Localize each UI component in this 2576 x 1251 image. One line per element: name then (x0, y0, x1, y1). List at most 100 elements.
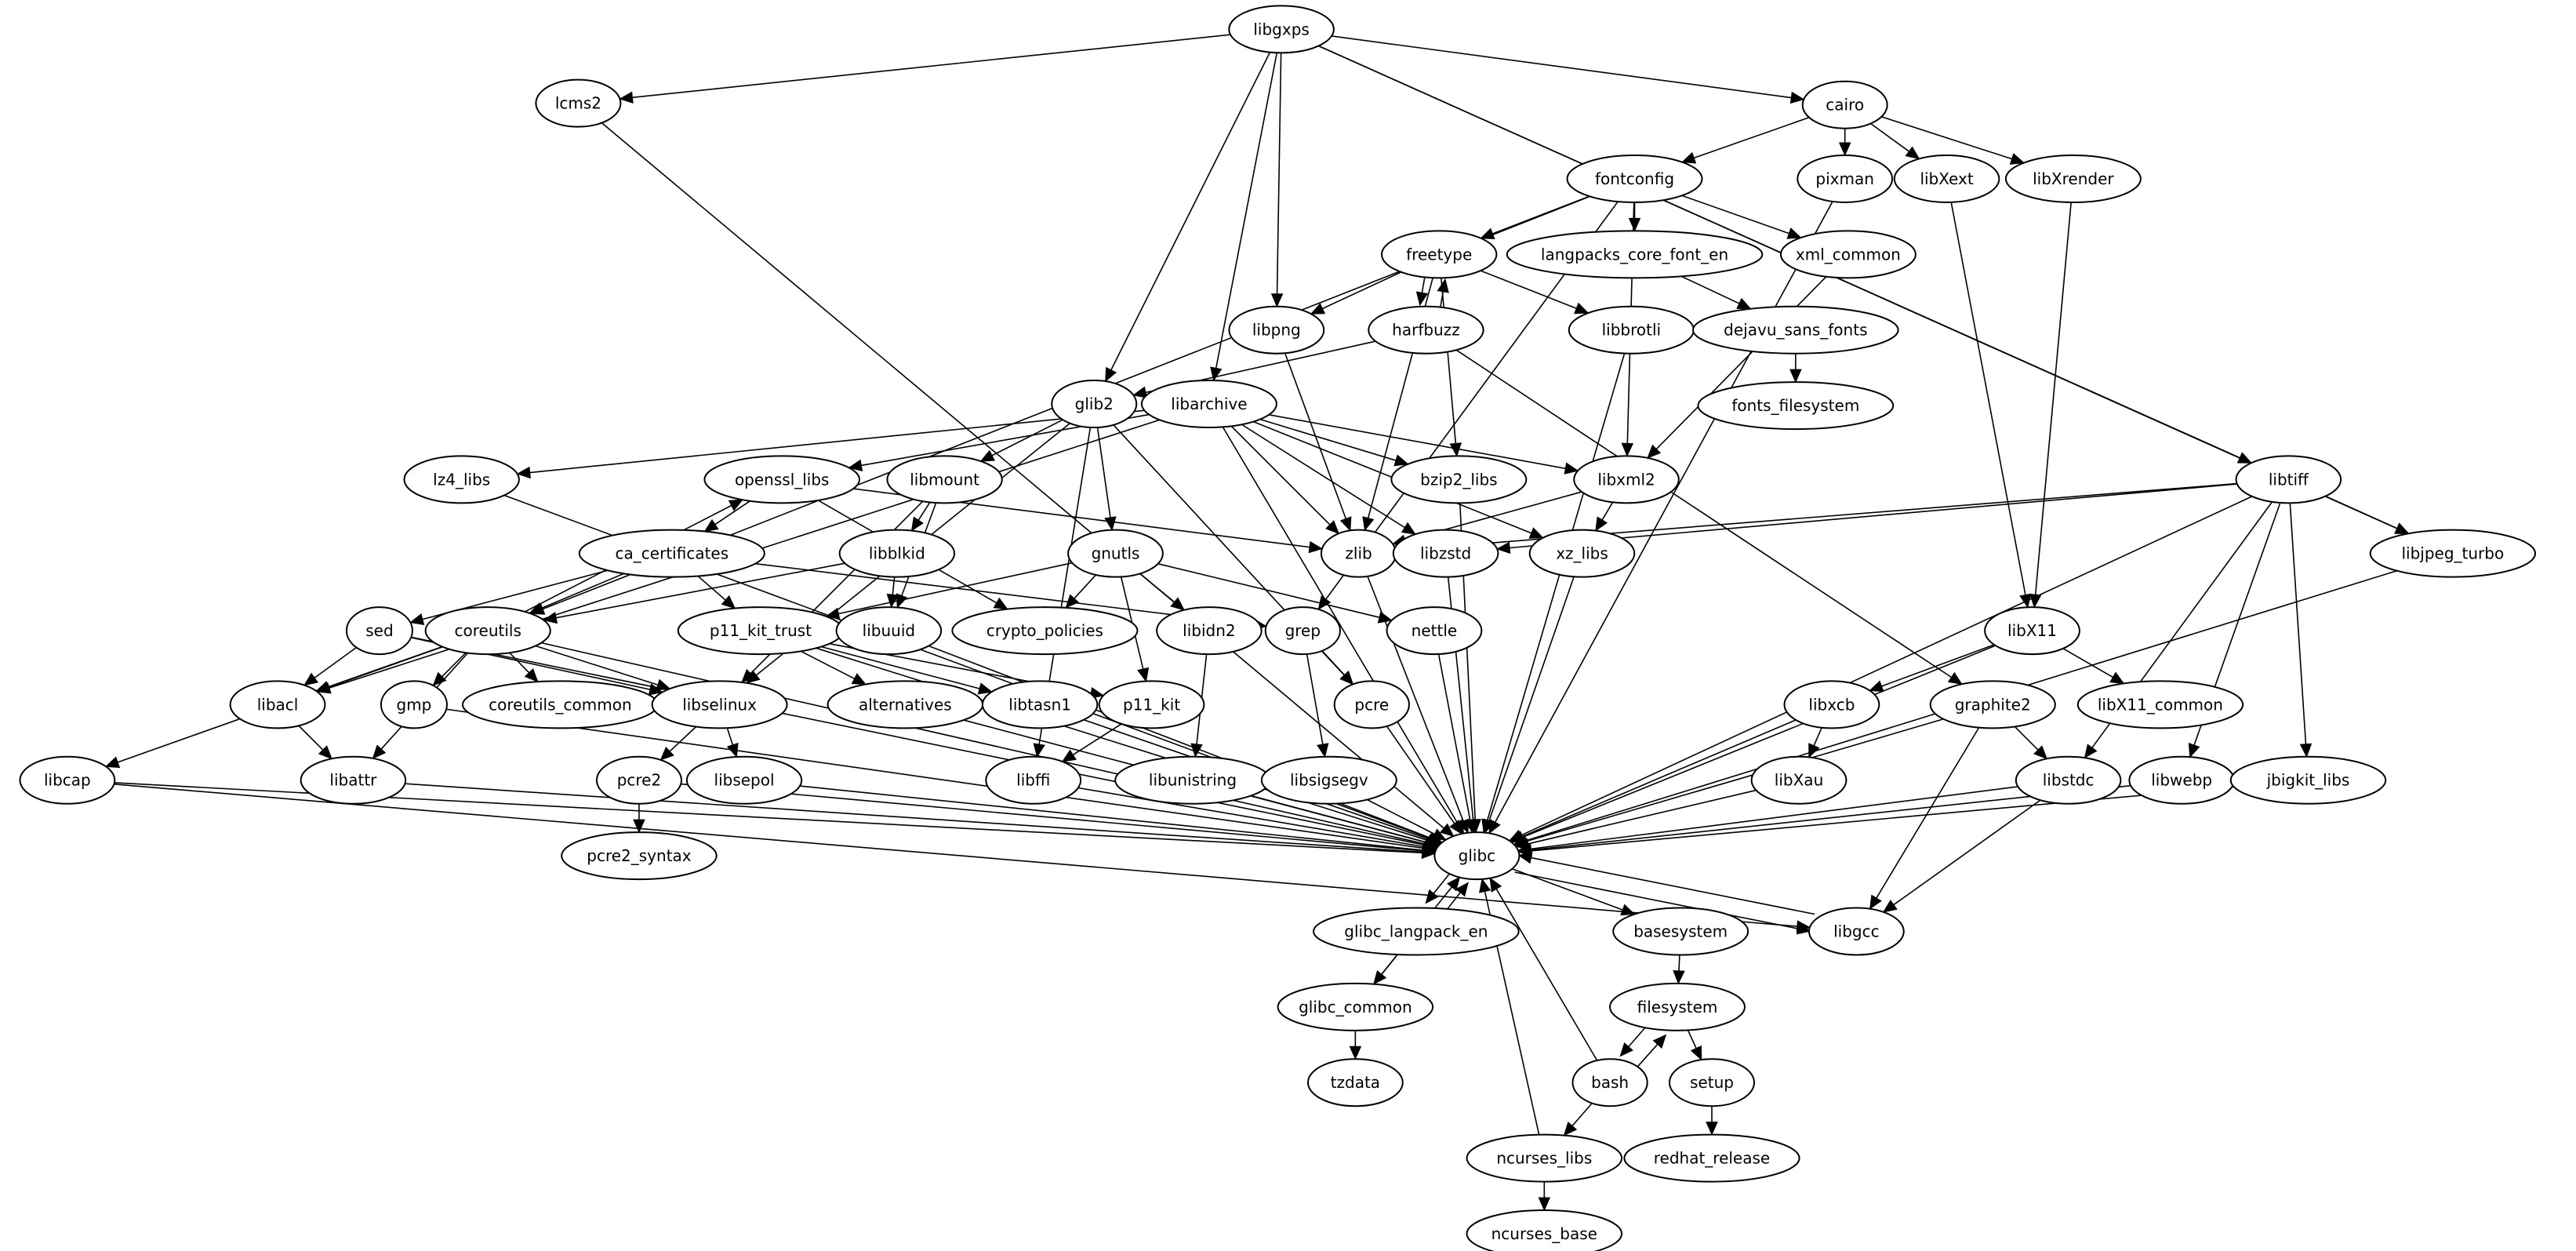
arrowhead-icon (1415, 291, 1429, 307)
node-ellipse (1692, 305, 1899, 355)
edge-cairo-to-libXext (1870, 122, 1920, 160)
edge-libblkid-to-coreutils (543, 562, 845, 624)
edge-line (541, 642, 1426, 845)
node-label: filesystem (1637, 998, 1718, 1016)
node-label: gnutls (1092, 544, 1140, 563)
node-label: fontconfig (1595, 169, 1674, 188)
edge-libxml2-to-xz_libs (1595, 501, 1614, 532)
node-ellipse (703, 455, 861, 504)
edge-line (1530, 786, 2018, 850)
node-label: fonts_filesystem (1731, 396, 1859, 415)
arrowhead-icon (2109, 671, 2125, 685)
node-label: libattr (329, 771, 377, 790)
graph-node-tzdata: tzdata (1306, 1058, 1404, 1107)
node-ellipse (595, 755, 682, 805)
edge-xz_libs-to-glibc (1483, 576, 1575, 834)
edge-line (1687, 1030, 1697, 1049)
arrowhead-icon (1401, 522, 1416, 535)
arrowhead-icon (741, 668, 756, 683)
graph-node-libarchive: libarchive (1140, 379, 1277, 428)
node-ellipse (2229, 755, 2387, 805)
edge-libtiff-to-zlib (1394, 482, 2237, 556)
node-label: p11_kit_trust (710, 621, 812, 640)
edge-line (1881, 116, 2012, 160)
node-label: libXrender (2033, 169, 2114, 188)
arrowhead-icon (1538, 1197, 1551, 1212)
edge-line (1480, 270, 1577, 309)
node-ellipse (578, 529, 765, 578)
edge-libxcb-to-libXau (1808, 727, 1822, 758)
edge-line (1514, 871, 1799, 929)
node-label: openssl_libs (735, 470, 830, 489)
node-ellipse (1929, 680, 2056, 729)
node-label: libffi (1016, 771, 1050, 790)
node-label: libxml2 (1597, 470, 1655, 489)
arrowhead-icon (1132, 386, 1148, 398)
arrowhead-icon (979, 449, 995, 462)
node-label: lz4_libs (433, 470, 490, 489)
edge-grep-to-libsigsegv (1306, 653, 1329, 758)
arrowhead-icon (1425, 889, 1439, 904)
arrowhead-icon (303, 672, 319, 686)
node-ellipse (1067, 529, 1164, 578)
edge-filesystem-to-setup (1687, 1030, 1702, 1061)
node-label: bash (1591, 1073, 1629, 1092)
graph-node-harfbuzz: harfbuzz (1368, 305, 1484, 355)
edge-cairo-to-libXrender (1881, 116, 2026, 165)
edge-libgxps-to-libpng (1270, 53, 1284, 307)
node-label: langpacks_core_font_en (1541, 245, 1728, 264)
node-label: jbigkit_libs (2266, 771, 2350, 790)
edge-jbigkit_libs-to-glibc (1517, 786, 2234, 857)
node-ellipse (1386, 606, 1483, 656)
edge-line (2289, 503, 2307, 744)
arrowhead-icon (1190, 743, 1203, 758)
node-label: libbrotli (1602, 321, 1661, 340)
edge-line (917, 501, 931, 521)
graph-node-libgcc: libgcc (1808, 907, 1905, 956)
node-ellipse (1573, 455, 1680, 504)
node-label: sed (365, 621, 393, 640)
graph-node-libXau: libXau (1750, 755, 1848, 805)
edge-gnutls-to-crypto_policies (1065, 574, 1097, 609)
arrowhead-icon (1869, 894, 1882, 910)
arrowhead-icon (721, 595, 736, 609)
edge-coreutils-to-gmp (432, 652, 467, 686)
arrowhead-icon (543, 611, 558, 624)
node-ellipse (1140, 379, 1277, 428)
edge-ca_certificates-to-p11_kit_trust (697, 575, 736, 609)
edge-line (1526, 718, 1944, 842)
node-label: libtasn1 (1008, 695, 1071, 714)
node-label: libzstd (1420, 544, 1471, 563)
edge-line (991, 419, 1063, 456)
edge-line (1259, 418, 1397, 461)
graph-node-libsepol: libsepol (685, 755, 803, 805)
node-label: redhat_release (1654, 1149, 1771, 1168)
edge-libtiff-to-libjpeg_turbo (2325, 495, 2410, 534)
graph-node-libxml2: libxml2 (1573, 455, 1680, 504)
node-label: nettle (1412, 621, 1458, 640)
edge-line (1636, 1043, 1659, 1069)
arrowhead-icon (1528, 527, 1544, 539)
node-ellipse (1277, 982, 1434, 1031)
edge-line (1321, 650, 1345, 676)
edge-freetype-to-libpng (1310, 271, 1402, 315)
graph-node-dejavu-sans-fonts: dejavu_sans_fonts (1692, 305, 1899, 355)
node-label: ncurses_base (1491, 1224, 1597, 1243)
graph-node-libselinux: libselinux (651, 680, 788, 729)
node-ellipse (1433, 831, 1521, 881)
edge-line (1072, 723, 1122, 756)
node-label: glibc_common (1299, 998, 1412, 1016)
edge-line (1881, 644, 1995, 687)
node-label: glibc_langpack_en (1344, 922, 1488, 940)
edge-setup-to-redhat_release (1706, 1106, 1718, 1136)
arrowhead-icon (1517, 852, 1533, 864)
edge-line (1488, 576, 1575, 821)
node-label: libcap (44, 771, 91, 790)
arrowhead-icon (1786, 227, 1802, 239)
edge-line (1678, 955, 1680, 971)
edge-line (1322, 271, 1402, 310)
edge-p11_kit_trust-to-alternatives (800, 650, 867, 686)
edge-fontconfig-to-langpacks_core_font_en (1628, 202, 1641, 232)
graph-node-gmp: gmp (380, 680, 448, 729)
edge-line (1241, 424, 1405, 529)
